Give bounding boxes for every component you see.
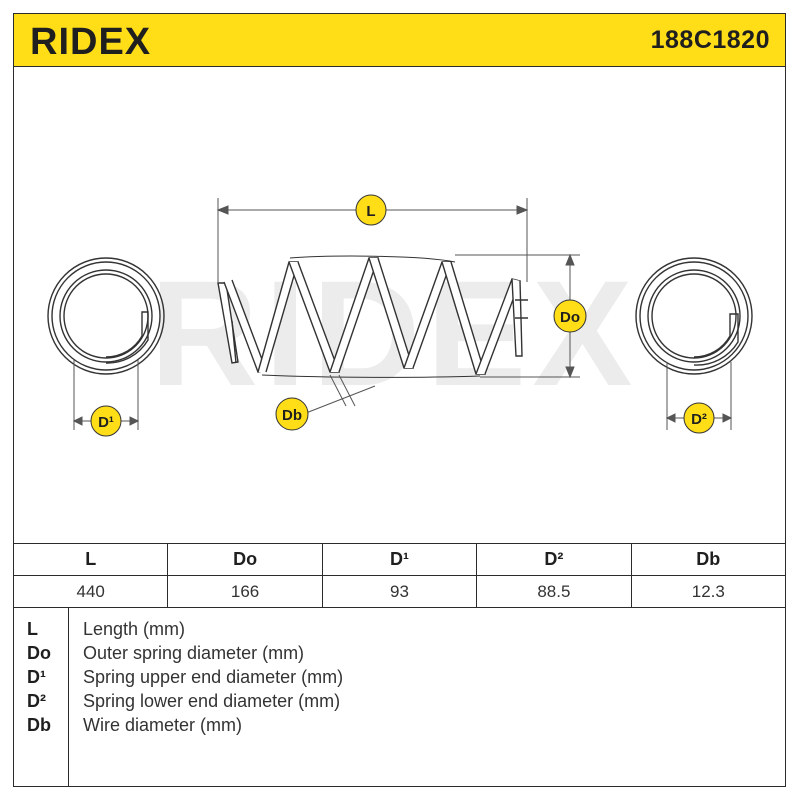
- legend-item: Do Outer spring diameter (mm): [13, 643, 786, 667]
- length-label: L: [366, 203, 375, 220]
- upper-end-diameter-label-bubble: [90, 405, 122, 437]
- wire-diameter-label-bubble: [275, 397, 309, 431]
- legend-description: Outer spring diameter (mm): [83, 643, 305, 663]
- legend-item: Db Wire diameter (mm): [13, 715, 786, 739]
- dimensions-table: L Do D¹ D² Db 440 166 93 88.5 12.3: [12, 543, 787, 608]
- upper-end-diameter-dimension: [72, 360, 140, 430]
- wire-diameter-dimension: [305, 374, 376, 414]
- lower-end-diameter-label: D²: [691, 411, 707, 428]
- lower-end-view: [635, 257, 753, 375]
- legend-item: L Length (mm): [13, 619, 786, 643]
- value-cell-lower-end-diameter: 88.5: [476, 575, 632, 608]
- legend: L Length (mm) Do Outer spring diameter (…: [13, 607, 786, 787]
- logo-text: RIDEX: [30, 21, 151, 60]
- header-cell-outer-diameter: Do: [167, 543, 323, 576]
- value-cell-outer-diameter: 166: [167, 575, 323, 608]
- outer-diameter-label: Do: [560, 309, 580, 326]
- header-cell-wire-diameter: Db: [630, 543, 787, 576]
- value-cell-upper-end-diameter: 93: [321, 575, 478, 608]
- header-cell-lower-end-diameter: D²: [476, 543, 632, 576]
- legend-description: Spring lower end diameter (mm): [83, 691, 341, 711]
- upper-end-view: [47, 257, 165, 375]
- legend-description: Wire diameter (mm): [83, 715, 243, 735]
- legend-item: D² Spring lower end diameter (mm): [13, 691, 786, 715]
- value-cell-wire-diameter: 12.3: [630, 575, 787, 608]
- length-dimension: [216, 198, 529, 282]
- part-number: 188C1820: [650, 26, 770, 54]
- legend-symbol: Do: [27, 643, 51, 663]
- header-bar: [13, 13, 786, 67]
- dimensions-header-row: L Do D¹ D² Db: [12, 543, 787, 576]
- dimensions-value-row: 440 166 93 88.5 12.3: [12, 575, 787, 608]
- legend-description: Length (mm): [83, 619, 186, 639]
- upper-end-diameter-label: D¹: [98, 414, 114, 431]
- lower-end-diameter-dimension: [665, 362, 733, 430]
- legend-symbol: D²: [27, 691, 46, 711]
- wire-diameter-label: Db: [282, 407, 302, 424]
- legend-divider: [68, 607, 69, 787]
- header-cell-upper-end-diameter: D¹: [321, 543, 478, 576]
- header-cell-length: L: [12, 543, 169, 576]
- legend-description: Spring upper end diameter (mm): [83, 667, 344, 687]
- value-cell-length: 440: [12, 575, 169, 608]
- outer-diameter-label-bubble: [553, 299, 587, 333]
- legend-symbol: Db: [27, 715, 51, 735]
- legend-symbol: L: [27, 619, 38, 639]
- lower-end-diameter-label-bubble: [683, 402, 715, 434]
- spring-side-view: [217, 255, 528, 378]
- length-label-bubble: [355, 194, 387, 226]
- ridex-logo: RIDEX: [30, 21, 151, 60]
- legend-symbol: D¹: [27, 667, 46, 687]
- legend-item: D¹ Spring upper end diameter (mm): [13, 667, 786, 691]
